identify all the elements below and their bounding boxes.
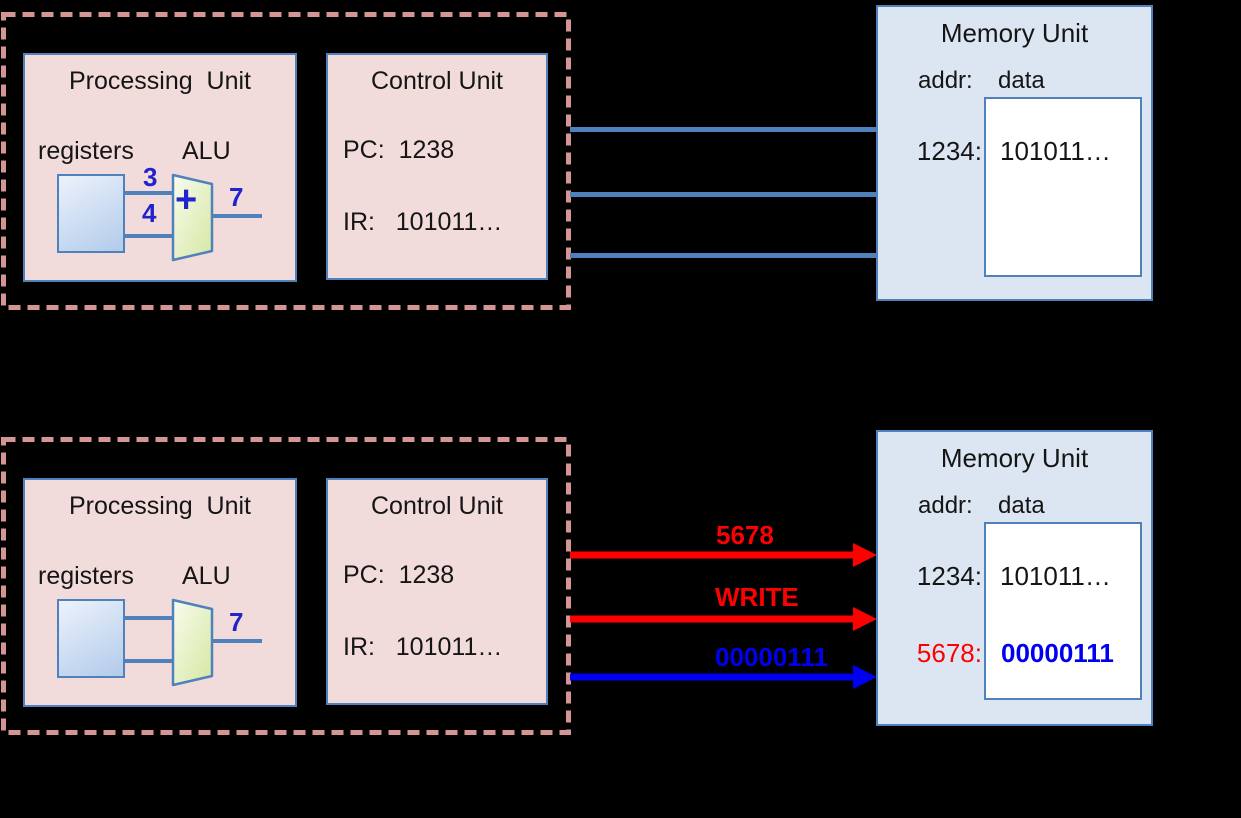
pc-register-value: PC: 1238 [343, 561, 455, 589]
addr-column-header: addr: [918, 492, 973, 519]
registers-label: registers [38, 562, 134, 590]
bus-arrow-data-icon [570, 665, 877, 689]
register-to-alu-wire-top [124, 616, 173, 620]
memory-unit: Memory Unit addr: data 1234: 101011… [876, 5, 1153, 301]
control-unit-title: Control Unit [371, 492, 503, 520]
alu-output-wire [212, 214, 262, 218]
addr-column-header: addr: [918, 67, 973, 94]
cpu-dashed-boundary [1, 12, 571, 310]
alu-label: ALU [182, 137, 231, 165]
memory-row-data: 101011… [1000, 561, 1111, 591]
register-to-alu-wire-bottom [124, 234, 173, 238]
alu-input-value-bottom: 4 [142, 198, 157, 228]
panel-top: Processing Unit registers ALU + 3 4 7 [1, 5, 1153, 310]
bus-line-address [570, 127, 878, 132]
alu-shape-icon [171, 598, 214, 687]
memory-data-box [984, 97, 1142, 277]
registers-box [57, 174, 125, 253]
bus-arrow-address-icon [570, 543, 877, 567]
registers-label: registers [38, 137, 134, 165]
processing-unit-title: Processing Unit [68, 492, 252, 520]
memory-row-data: 101011… [1000, 136, 1111, 166]
ir-register-value: IR: 101011… [343, 208, 503, 236]
control-unit: Control Unit PC: 1238 IR: 101011… [326, 478, 548, 705]
alu-output-value: 7 [229, 607, 244, 637]
register-to-alu-wire-top [124, 191, 173, 195]
control-unit-title: Control Unit [371, 67, 503, 95]
memory-row-addr: 1234: [916, 136, 982, 166]
data-column-header: data [998, 67, 1045, 94]
memory-row-data: 00000111 [1001, 638, 1114, 668]
bus-signal-label-control: WRITE [715, 582, 799, 612]
alu-plus-operator: + [175, 179, 198, 221]
bus-line-control [570, 192, 878, 197]
processing-unit: Processing Unit registers ALU + 3 4 7 [23, 53, 297, 282]
cpu-dashed-boundary [1, 437, 571, 735]
processing-unit-title: Processing Unit [68, 67, 252, 95]
bus-line-data [570, 253, 878, 258]
ir-register-value: IR: 101011… [343, 633, 503, 661]
register-to-alu-wire-bottom [124, 659, 173, 663]
panel-bottom: Processing Unit registers ALU 7 Control … [0, 425, 1241, 818]
pc-register-value: PC: 1238 [343, 136, 455, 164]
alu-label: ALU [182, 562, 231, 590]
registers-box [57, 599, 125, 678]
alu-shape-icon [171, 173, 214, 262]
memory-unit-title: Memory Unit [940, 18, 1089, 48]
memory-row-addr: 1234: [916, 561, 982, 591]
bus-signal-label-data: 00000111 [715, 642, 828, 672]
alu-output-value: 7 [229, 182, 244, 212]
bus-arrow-control-icon [570, 607, 877, 631]
control-unit: Control Unit PC: 1238 IR: 101011… [326, 53, 548, 280]
memory-unit: Memory Unit addr: data 1234: 101011… 567… [876, 430, 1153, 726]
alu-output-wire [212, 639, 262, 643]
memory-unit-title: Memory Unit [940, 443, 1089, 473]
bus-signal-label-address: 5678 [716, 520, 774, 550]
memory-data-box [984, 522, 1142, 700]
data-column-header: data [998, 492, 1045, 519]
memory-row-addr: 5678: [916, 638, 982, 668]
processing-unit: Processing Unit registers ALU 7 [23, 478, 297, 707]
alu-input-value-top: 3 [143, 162, 158, 192]
